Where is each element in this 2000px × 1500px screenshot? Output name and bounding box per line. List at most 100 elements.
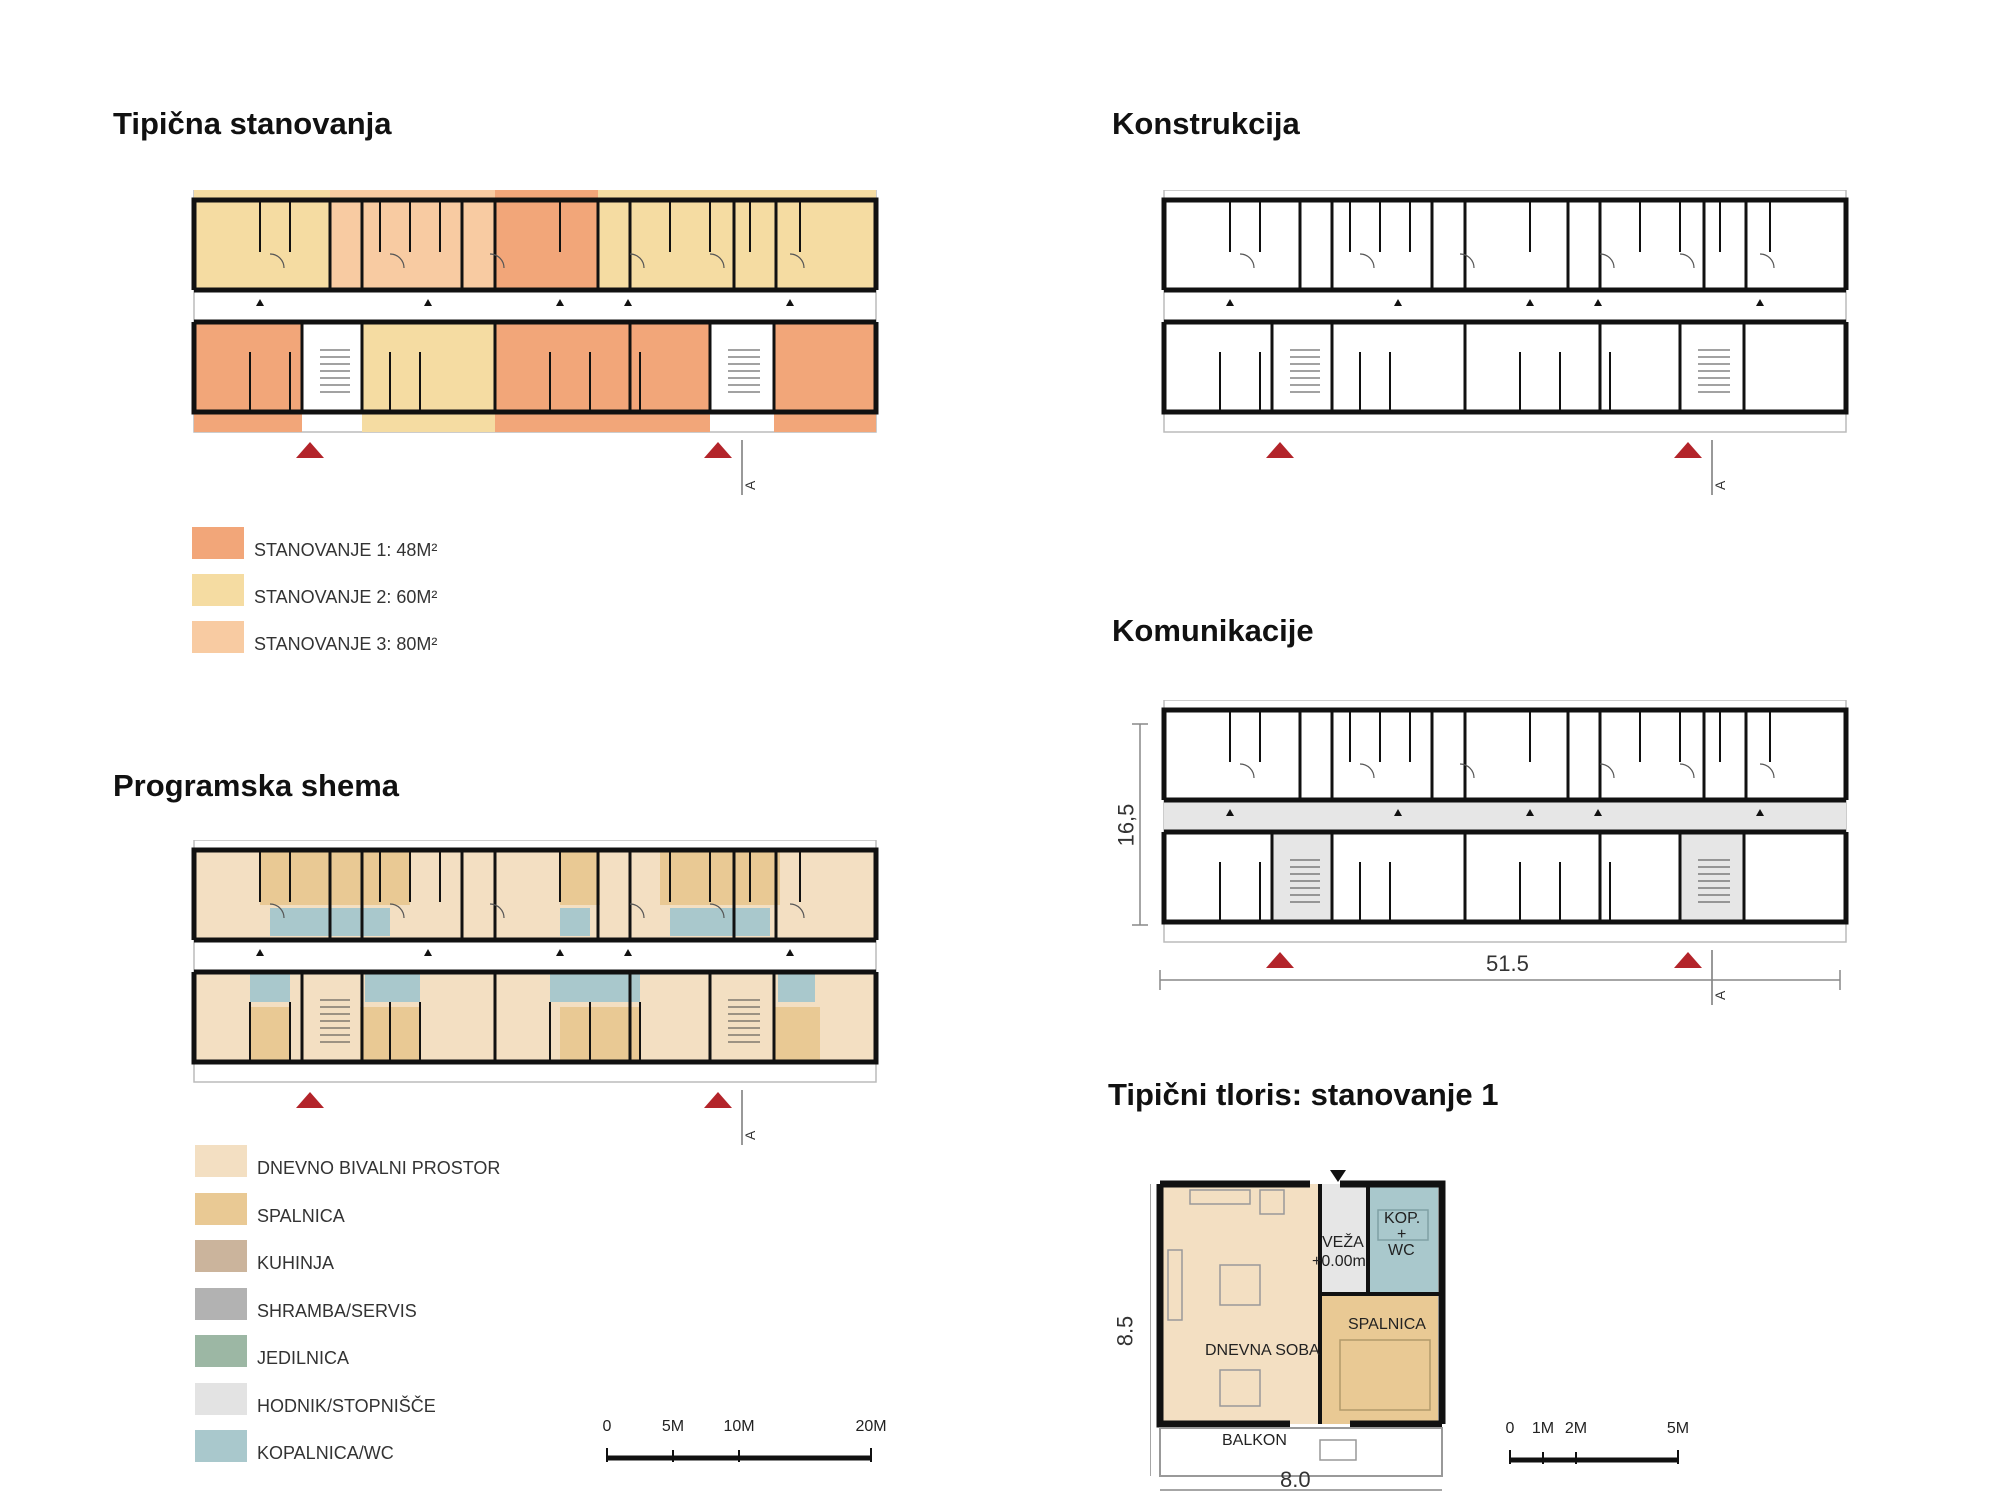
bedroom-zone [560, 850, 600, 905]
door-swing [1359, 763, 1375, 779]
door-arrow [786, 299, 794, 306]
legend-label: SHRAMBA/SERVIS [257, 1300, 417, 1321]
room-bath-line2: + [1397, 1226, 1407, 1243]
legend-swatch [195, 1145, 247, 1177]
legend-label: KUHINJA [257, 1253, 335, 1273]
dimension-unit-depth: 8.5 [1112, 1315, 1138, 1347]
plan-typical-apartments: A [191, 190, 879, 495]
door-arrow [1594, 809, 1602, 816]
title-communications: Komunikacije [1112, 613, 1314, 648]
entrance-arrow [1266, 442, 1294, 458]
door-swing [269, 903, 285, 919]
scale-small-label-2: 2M [1564, 1420, 1588, 1437]
door-swing [789, 253, 805, 269]
entrance-arrow [1674, 952, 1702, 968]
wall-top [191, 847, 879, 940]
apartment-zone [774, 322, 876, 432]
door-arrow [1394, 299, 1402, 306]
door-swing [1359, 253, 1375, 269]
door-arrow [1756, 809, 1764, 816]
door-arrow [1594, 299, 1602, 306]
stair-zone [1680, 832, 1744, 922]
door-arrow [1526, 299, 1534, 306]
room-bath-line1: KOP. [1384, 1210, 1421, 1227]
balcony-outline [1163, 190, 1847, 433]
door-swing [629, 903, 645, 919]
door-arrow [424, 299, 432, 306]
legend-label: STANOVANJE 3: 80M² [254, 634, 438, 654]
apartment-zone [495, 322, 710, 432]
room-entrance: VEŽA [1322, 1234, 1364, 1251]
apartment-zone [194, 190, 330, 290]
scale-small-label-0: 0 [1505, 1420, 1515, 1437]
scale-large-label-0: 0 [602, 1418, 612, 1435]
section-marker-label: A [742, 1130, 758, 1140]
room-bath-line3: WC [1388, 1242, 1415, 1259]
wall-bottom [1161, 829, 1849, 925]
entrance-arrow [1674, 442, 1702, 458]
apartment-zone [495, 190, 598, 290]
bath-zone [550, 972, 640, 1002]
bath-zone [778, 972, 815, 1002]
legend-swatch [192, 621, 244, 653]
legend-swatch [195, 1240, 247, 1272]
bedroom-zone [560, 1007, 640, 1062]
door-arrow [556, 949, 564, 956]
bedroom-zone [660, 850, 780, 905]
corridor-zone [1164, 800, 1846, 832]
dimension-lines [1132, 723, 1841, 990]
bath-zone [250, 972, 290, 1002]
door-swing [489, 903, 505, 919]
apartment-zone [598, 190, 876, 290]
wall-top [1161, 197, 1849, 290]
scale-bar-large: 0 5M 10M 20M [602, 1418, 887, 1468]
legend-swatch [195, 1430, 247, 1462]
entrance-arrow [704, 442, 732, 458]
door-arrow [624, 949, 632, 956]
door-swing [1759, 253, 1775, 269]
door-arrow [624, 299, 632, 306]
apartment-zone [362, 322, 495, 432]
scale-bar-small: 0 1M 2M 5M [1505, 1420, 1708, 1470]
door-swing [1599, 763, 1615, 779]
door-swing [789, 903, 805, 919]
wall-bottom [1161, 319, 1849, 415]
wall-top [1161, 707, 1849, 800]
dimension-unit-width: 8.0 [1280, 1467, 1311, 1492]
door-swing [1759, 763, 1775, 779]
door-swing [629, 253, 645, 269]
door-arrow [1526, 809, 1534, 816]
wall-bottom [191, 969, 879, 1065]
door-swing [389, 253, 405, 269]
legend-swatch [195, 1382, 247, 1415]
door-swing [1679, 763, 1695, 779]
legend-swatch [192, 574, 244, 606]
bath-zone [670, 908, 770, 936]
bedroom-zone [250, 1007, 290, 1062]
plan-unit [1150, 1170, 1446, 1491]
door-swing [1459, 763, 1475, 779]
bath-zone [365, 972, 420, 1002]
dimension-building-depth: 16,5 [1113, 803, 1139, 847]
scale-large-label-1: 5M [661, 1418, 685, 1435]
section-marker-label: A [742, 480, 758, 490]
room-bedroom: SPALNICA [1348, 1316, 1426, 1333]
bedroom-zone [260, 850, 410, 905]
scale-small-label-3: 5M [1666, 1420, 1690, 1437]
door-swing [269, 253, 285, 269]
door-swing [1239, 763, 1255, 779]
plan-construction: A [1161, 190, 1849, 495]
legend-label: HODNIK/STOPNIŠČE [257, 1395, 436, 1416]
door-arrow [1756, 299, 1764, 306]
door-swing [1239, 253, 1255, 269]
door-arrow [556, 299, 564, 306]
door-arrow [786, 949, 794, 956]
door-swing [389, 903, 405, 919]
wall-bottom [191, 319, 879, 415]
door-swing [1459, 253, 1475, 269]
stair-zone [1272, 832, 1332, 922]
legend-label: KOPALNICA/WC [257, 1443, 394, 1463]
apartment-zone [330, 190, 495, 290]
